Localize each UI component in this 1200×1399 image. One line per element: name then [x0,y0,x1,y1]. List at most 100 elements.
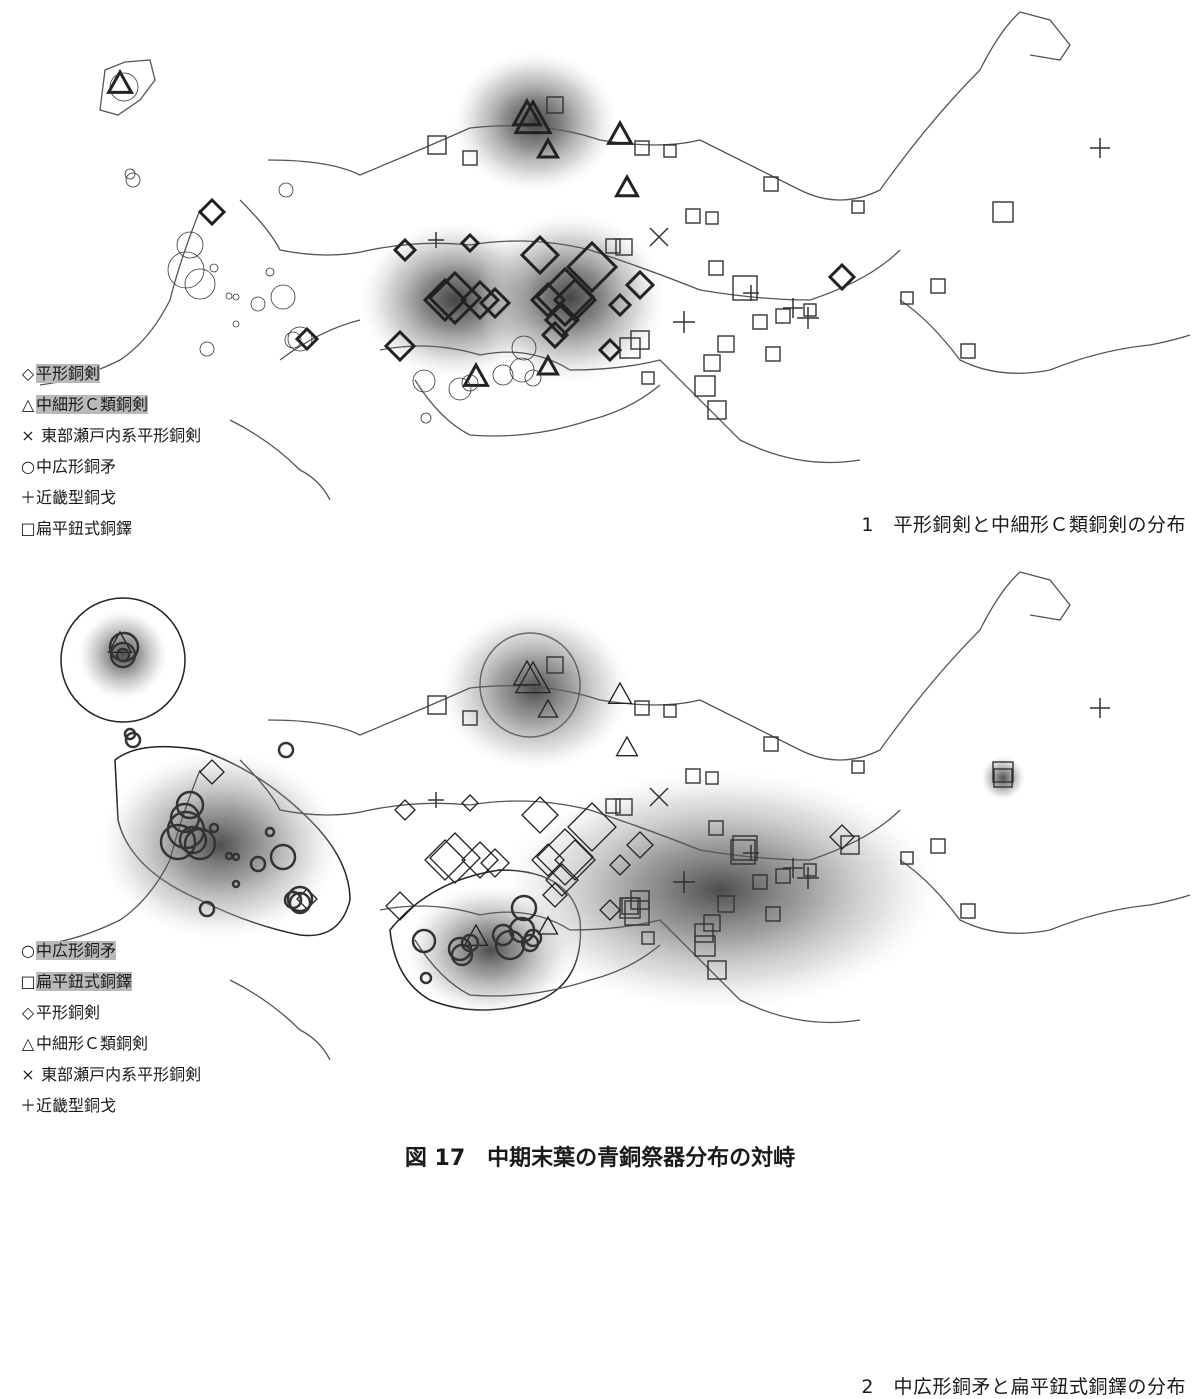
legend-symbol: △ [21,1034,35,1053]
triangle-symbol [537,915,559,935]
square-symbol [732,835,758,861]
square-symbol [900,851,914,865]
circle-symbol [420,412,432,424]
x-symbol [649,227,669,247]
square-symbol [930,838,946,854]
circle-symbol [510,894,538,922]
circle-symbol [270,284,296,310]
square-symbol [992,761,1014,783]
circle-symbol [520,933,540,953]
square-symbol [993,768,1013,788]
cross-symbol [428,232,444,248]
square-symbol [708,260,724,276]
circle-symbol [169,802,201,834]
diamond-symbol [521,796,559,834]
circle-symbol [175,790,205,820]
circle-symbol [231,879,241,889]
circle-symbol [176,231,204,259]
legend-item: △中細形Ｃ類銅剣 [20,1028,201,1059]
circle-symbol [250,296,266,312]
circle-symbol [123,727,137,741]
legend-symbol: ＋ [20,488,37,507]
square-symbol [621,897,639,915]
circle-symbol [283,890,303,910]
circle-symbol [411,928,437,954]
circle-symbol [125,172,141,188]
legend-label: 近畿型銅戈 [36,488,117,507]
legend-item: × 東部瀬戸内系平形銅剣 [20,1059,201,1090]
circle-symbol [461,374,479,392]
cross-symbol [797,867,819,889]
square-symbol [663,704,677,718]
circle-symbol [232,320,240,328]
diamond-symbol [424,839,466,881]
legend-symbol: ◇ [21,364,35,383]
circle-symbol [109,641,137,669]
square-symbol [803,863,817,877]
circle-symbol [159,823,197,861]
diamond-symbol [461,794,479,812]
diamond-symbol [531,843,565,877]
square-symbol [634,700,650,716]
diamond-symbol [461,841,499,879]
legend-item: ＋近畿型銅戈 [20,482,201,513]
circle-symbol [224,851,234,861]
square-symbol [707,400,727,420]
legend-item: ◇平形銅剣 [20,358,201,389]
cross-symbol [1090,698,1110,718]
square-symbol [717,895,735,913]
diamond-symbol [540,320,570,350]
circle-symbol [412,369,436,393]
circle-symbol [288,891,312,915]
square-symbol [730,839,756,865]
square-symbol [685,208,701,224]
legend: ◇平形銅剣△中細形Ｃ類銅剣× 東部瀬戸内系平形銅剣○中広形銅矛＋近畿型銅戈□扁平… [20,358,201,544]
density-cloud [100,750,340,940]
square-symbol [694,375,716,397]
square-symbol [708,820,724,836]
circle-symbol [225,292,233,300]
circle-symbol [167,251,205,289]
distribution-map-1 [39,11,1191,501]
square-symbol [900,291,914,305]
diamond-symbol [197,197,227,227]
square-symbol [763,736,779,752]
circle-symbol [264,826,276,838]
circle-symbol [278,182,294,198]
coastline [39,571,1191,1061]
diamond-symbol [565,240,619,294]
square-symbol [851,200,865,214]
circle-symbol [199,341,215,357]
circle-symbol [208,822,220,834]
diamond-symbol [459,232,481,254]
diamond-symbol [552,277,598,323]
diamond-symbol [199,759,225,785]
legend-symbol: ◇ [21,1003,35,1022]
cross-symbol [1090,138,1110,158]
legend-item: △中細形Ｃ類銅剣 [20,389,201,420]
square-symbol [703,914,721,932]
diamond-symbol [536,828,594,886]
diamond-symbol [609,854,631,876]
square-symbol [765,906,781,922]
triangle-symbol [537,698,559,718]
triangle-symbol [514,660,552,694]
legend-label: 近畿型銅戈 [36,1096,117,1115]
square-symbol [615,798,633,816]
circle-symbol [286,885,314,913]
triangle-symbol [511,97,543,127]
circle-symbol [524,369,542,387]
legend-symbol: □ [20,519,36,538]
square-symbol [765,346,781,362]
triangle-symbol [535,353,561,376]
diamond-symbol [385,891,415,921]
square-symbol [427,695,447,715]
circle-symbol [511,335,537,361]
legend: ○中広形銅矛□扁平鈕式銅鐸◇平形銅剣△中細形Ｃ類銅剣× 東部瀬戸内系平形銅剣＋近… [20,935,201,1121]
legend-symbol: ○ [21,457,35,476]
square-symbol [705,211,719,225]
legend-symbol: □ [20,972,36,991]
legend-symbol: △ [21,395,35,414]
legend-item: □扁平鈕式銅鐸 [20,513,201,544]
square-symbol [960,343,976,359]
